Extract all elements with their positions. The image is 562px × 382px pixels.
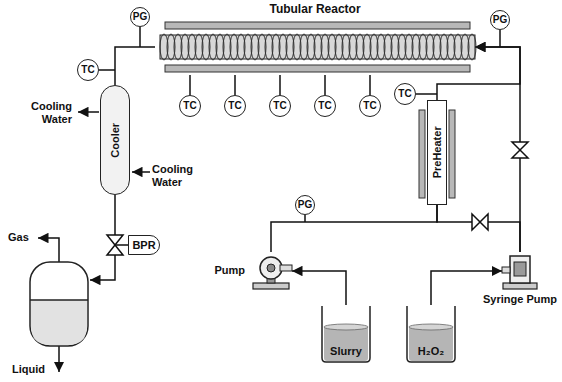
node-label: TC [228, 100, 241, 112]
thermocouple: TC [359, 95, 381, 117]
pressure-gauge: PG [295, 195, 315, 215]
heater-jacket [165, 22, 470, 29]
bpr-actuator: BPR [128, 235, 160, 256]
sensor-lead [234, 75, 236, 95]
node-label: PG [298, 199, 312, 211]
valve [512, 142, 528, 150]
pressure-gauge: PG [130, 7, 150, 27]
node-label: PreHeater [431, 127, 444, 179]
reactor-title: Tubular Reactor [269, 3, 360, 17]
cooler-vessel: Cooler [100, 85, 130, 195]
node-label: PG [133, 11, 147, 23]
tap-line [416, 93, 437, 95]
liquid-label: Liquid [12, 363, 54, 376]
node-label: TC [363, 100, 376, 112]
heater-jacket [165, 65, 470, 72]
liquid-level [30, 299, 88, 301]
pump-symbol: Pump [250, 252, 292, 290]
preheater-jacket [449, 110, 455, 198]
bpr-valve [107, 245, 123, 255]
tap-line [139, 27, 141, 47]
node-label: TC [183, 100, 196, 112]
node-label: TC [81, 64, 94, 76]
thermocouple: TC [394, 83, 416, 105]
thermocouple: TC [77, 59, 99, 81]
cooling-water-in [132, 171, 150, 173]
sensor-lead [279, 75, 281, 95]
node-label: Cooler [109, 123, 122, 158]
sensor-lead [324, 75, 326, 95]
valves [107, 142, 528, 255]
tap-line [99, 69, 115, 71]
bpr-valve [107, 235, 123, 245]
syringe-pump-symbol-outline [502, 252, 538, 290]
process-pipe [271, 205, 437, 252]
tap-line [499, 30, 501, 47]
liquid-outlet [58, 346, 60, 372]
separator-vessel [30, 262, 88, 346]
process-pipe [437, 205, 520, 252]
node-label: TC [273, 100, 286, 112]
syringe-pump-symbol: Syringe Pump [502, 252, 538, 290]
thermocouple: TC [224, 95, 246, 117]
coil-winding [468, 34, 476, 60]
preheater: PreHeater [427, 100, 448, 205]
h2o2-beaker: H₂O₂ [405, 305, 457, 363]
node-label: H₂O₂ [418, 345, 444, 358]
cooling-water-label: Cooling Water [152, 163, 212, 189]
pressure-gauge: PG [490, 10, 510, 30]
valve [472, 214, 480, 230]
node-label: TC [398, 88, 411, 100]
reactor-coil-tube [160, 35, 475, 59]
slurry-beaker: Slurry [320, 305, 372, 363]
process-pipe [292, 271, 346, 305]
node-label: Pump [214, 264, 245, 277]
process-pipe [475, 47, 520, 252]
node-label: TC [318, 100, 331, 112]
valve [512, 150, 528, 158]
node-label: Slurry [330, 345, 362, 358]
preheater-jacket [419, 110, 425, 198]
outlet-pipe [90, 255, 115, 280]
vessel-body [30, 262, 88, 346]
gas-outlet [38, 238, 59, 262]
thermocouple: TC [314, 95, 336, 117]
cooling-water-out [78, 111, 99, 113]
process-pipe [115, 47, 155, 85]
valve [480, 214, 488, 230]
gauge-taps [99, 27, 500, 222]
sensor-lead [189, 75, 191, 95]
cooling-water-label: Cooling Water [14, 100, 72, 126]
vessel-liquid [31, 300, 87, 345]
node-label: BPR [132, 239, 155, 252]
gas-label: Gas [8, 231, 38, 244]
node-label: Syringe Pump [483, 293, 557, 306]
pump-symbol-outline [250, 252, 292, 290]
thermocouple: TC [179, 95, 201, 117]
node-label: PG [493, 14, 507, 26]
sensor-lead [369, 75, 371, 95]
reactor-coil [160, 34, 476, 60]
thermocouple: TC [269, 95, 291, 117]
reactor-box: Tubular Reactor [155, 3, 475, 75]
tap-line [304, 215, 306, 222]
